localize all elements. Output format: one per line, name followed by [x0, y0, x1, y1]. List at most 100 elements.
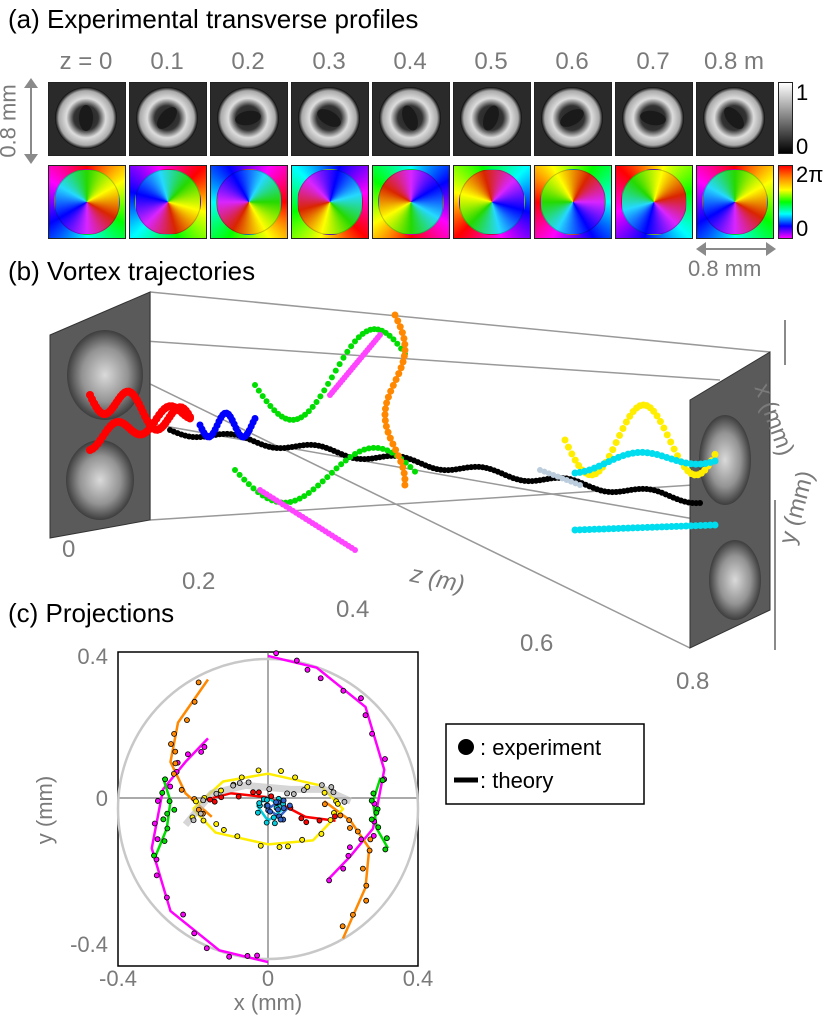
- orange-trajectory-dot: [397, 458, 405, 466]
- experiment-dot: [300, 787, 307, 794]
- vertical-scale-bar: [30, 82, 32, 162]
- horizontal-scale-label: 0.8 mm: [688, 256, 762, 281]
- experiment-dot: [382, 756, 388, 762]
- theory-curve: [150, 737, 269, 964]
- experiment-dot: [328, 784, 335, 790]
- legend-experiment: : experiment: [480, 735, 601, 760]
- amplitude-profile: [615, 82, 693, 156]
- experiment-dot: [166, 798, 173, 805]
- z-label: 0.5: [474, 48, 508, 75]
- experiment-dot: [286, 802, 293, 809]
- green-trajectory-dot: [386, 332, 393, 339]
- y-axis-title: y (mm): [32, 776, 57, 844]
- experiment-dot: [354, 828, 361, 835]
- experiment-dot: [161, 838, 168, 845]
- amplitude-profile: [696, 82, 774, 156]
- green-trajectory-dot: [394, 340, 401, 347]
- z-tick-0.4: 0.4: [336, 596, 370, 623]
- phase-profile: [615, 165, 693, 239]
- experiment-dot: [275, 806, 281, 813]
- green-trajectory-dot: [370, 444, 377, 451]
- yellow-trajectory-dot: [656, 418, 664, 426]
- experiment-dot: [218, 794, 225, 801]
- experiment-dot: [278, 768, 284, 774]
- orange-trajectory-dot: [400, 469, 408, 477]
- experiment-dot: [270, 814, 277, 821]
- experiment-dot: [218, 787, 224, 794]
- panel-c-title: (c) Projections: [8, 598, 175, 628]
- orange-trajectory-dot: [389, 440, 397, 448]
- orange-trajectory-dot: [398, 329, 406, 337]
- right-face-lobe: [699, 415, 751, 505]
- experiment-dot: [337, 812, 344, 819]
- scale-arrow-left-icon: [696, 242, 706, 256]
- panel-a-title: (a) Experimental transverse profiles: [8, 4, 419, 34]
- experiment-dot: [370, 832, 377, 839]
- experiment-dot: [178, 786, 185, 793]
- green-trajectory-dot: [336, 361, 343, 368]
- experiment-dot: [375, 824, 382, 831]
- experiment-dot: [184, 717, 190, 724]
- yellow-trajectory-dot: [612, 439, 620, 447]
- green-trajectory-dot: [232, 467, 238, 473]
- orange-trajectory-dot: [399, 358, 407, 366]
- yellow-trajectory-dot: [663, 431, 671, 439]
- yellow-trajectory-dot: [609, 446, 617, 454]
- green-trajectory-dot: [302, 411, 308, 418]
- green-trajectory-dot: [332, 367, 339, 374]
- green-trajectory-dot: [344, 348, 351, 355]
- orange-trajectory-dot: [392, 375, 400, 383]
- experiment-dot: [172, 760, 179, 767]
- xtick-right: 0.4: [403, 966, 434, 991]
- phase-profile: [696, 165, 774, 239]
- yellow-trajectory-dot: [653, 412, 661, 420]
- vertical-scale-label: 0.8 mm: [0, 84, 21, 158]
- z-label: 0.6: [555, 48, 589, 75]
- orange-trajectory-dot: [397, 364, 405, 372]
- experiment-dot: [276, 844, 283, 850]
- orange-trajectory-dot: [381, 405, 389, 413]
- green-trajectory-dot: [390, 336, 397, 343]
- amplitude-colorbar: [778, 82, 793, 154]
- experiment-dot: [280, 797, 287, 804]
- experiment-dot: [346, 817, 353, 824]
- experiment-dot: [198, 748, 205, 755]
- green-trajectory-dot: [407, 464, 414, 471]
- experiment-dot: [368, 797, 375, 804]
- green-trajectory-dot: [340, 354, 347, 361]
- green-trajectory-dot: [365, 445, 372, 452]
- x-axis-title: x (mm): [234, 990, 302, 1015]
- experiment-dot: [160, 816, 167, 823]
- z-label: z = 0: [59, 48, 113, 75]
- experiment-dot: [254, 809, 261, 816]
- experiment-dot: [164, 810, 171, 817]
- green-trajectory-dot: [347, 453, 354, 460]
- experiment-dot: [339, 923, 346, 930]
- orange-trajectory-dot: [389, 381, 397, 389]
- scale-arrow-up-icon: [24, 78, 38, 88]
- orange-trajectory-dot: [400, 352, 408, 360]
- experiment-dot: [154, 798, 161, 804]
- green-trajectory-dot: [384, 447, 391, 454]
- orange-trajectory-dot: [387, 387, 395, 395]
- green-trajectory-dot: [338, 461, 345, 468]
- experiment-dot: [317, 675, 324, 682]
- experiment-dot: [370, 790, 377, 797]
- legend-box: [445, 723, 645, 805]
- experiment-dot: [257, 842, 264, 849]
- green-trajectory-dot: [352, 450, 358, 457]
- experiment-dot: [316, 817, 323, 824]
- experiment-dot: [292, 774, 299, 781]
- amplitude-profile: [291, 82, 369, 156]
- blue-trajectory-dot: [251, 414, 259, 422]
- green-trajectory-dot: [361, 446, 368, 453]
- yellow-trajectory-dot: [711, 450, 719, 458]
- experiment-dot: [203, 945, 210, 952]
- phase-profile: [372, 165, 450, 239]
- experiment-dot: [340, 687, 347, 694]
- z-tick-0.8: 0.8: [676, 668, 710, 695]
- z-label: 0.8 m: [703, 48, 765, 75]
- experiment-dot: [363, 897, 370, 904]
- experiment-dot: [273, 650, 280, 657]
- green-trajectory-dot: [252, 382, 258, 388]
